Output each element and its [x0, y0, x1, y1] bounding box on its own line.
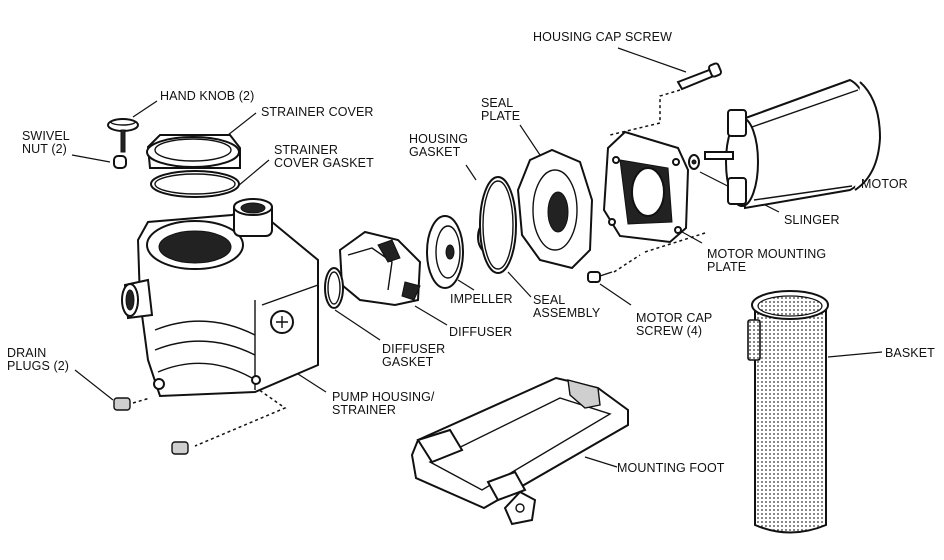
guide-drain-plug-1: [132, 397, 151, 404]
basket-part: [747, 290, 829, 534]
leader-drain-plugs: [74, 369, 114, 401]
leader-motor-cap-screw: [599, 283, 632, 306]
label-impeller: IMPELLER: [450, 292, 513, 306]
guide-plate-motor: [644, 232, 706, 253]
motor-part: [704, 78, 882, 210]
slinger-part: [688, 154, 700, 170]
drain-plug-parts: [113, 397, 189, 455]
leader-housing-gasket: [465, 164, 477, 181]
guide-motor-cap-screw: [613, 254, 641, 273]
leader-diffuser-gasket: [334, 309, 381, 341]
mounting-foot-part: [410, 376, 629, 526]
hand-knob-part: [107, 118, 139, 153]
label-housing-cap-screw: HOUSING CAP SCREW: [533, 30, 672, 44]
assembly-guides: [132, 89, 706, 447]
label-motor: MOTOR: [861, 177, 908, 191]
leader-basket: [827, 351, 883, 358]
guide-cap-screw: [609, 89, 681, 136]
swivel-nut-part: [113, 155, 127, 169]
label-mounting-foot: MOUNTING FOOT: [617, 461, 725, 475]
guide-drain-plug-2: [194, 386, 287, 447]
leader-hand-knob: [132, 100, 158, 118]
leader-seal-plate: [519, 124, 541, 156]
pump-housing-part: [121, 198, 319, 398]
leader-pump-housing: [297, 373, 327, 393]
leader-lines: [71, 47, 883, 468]
leader-mounting-foot: [584, 456, 618, 468]
leader-impeller: [457, 279, 475, 291]
housing-gasket-part: [479, 176, 517, 274]
impeller-part: [426, 215, 464, 289]
leader-housing-cap-screw: [617, 47, 687, 73]
label-diffuser: DIFFUSER: [449, 325, 513, 339]
leader-seal-assembly: [507, 271, 532, 298]
motor-cap-screw-part: [587, 271, 613, 283]
strainer-cover-part: [146, 134, 241, 169]
diffuser-gasket-part: [324, 267, 344, 309]
housing-cap-screw-part: [676, 62, 722, 91]
label-pump-housing-strainer: PUMP HOUSING/STRAINER: [332, 390, 435, 417]
diffuser-part: [338, 230, 422, 307]
label-strainer-cover: STRAINER COVER: [261, 105, 374, 119]
leader-swivel-nut: [71, 154, 111, 163]
label-hand-knob: HAND KNOB (2): [160, 89, 255, 103]
label-basket: BASKET: [885, 346, 935, 360]
leader-diffuser: [414, 305, 448, 326]
motor-mounting-plate-part: [602, 130, 690, 244]
leader-strainer-cover: [227, 112, 257, 136]
strainer-cover-gasket-part: [150, 170, 240, 198]
seal-plate-part: [516, 148, 594, 270]
label-slinger: SLINGER: [784, 213, 840, 227]
leader-strainer-cover-gasket: [237, 159, 270, 187]
